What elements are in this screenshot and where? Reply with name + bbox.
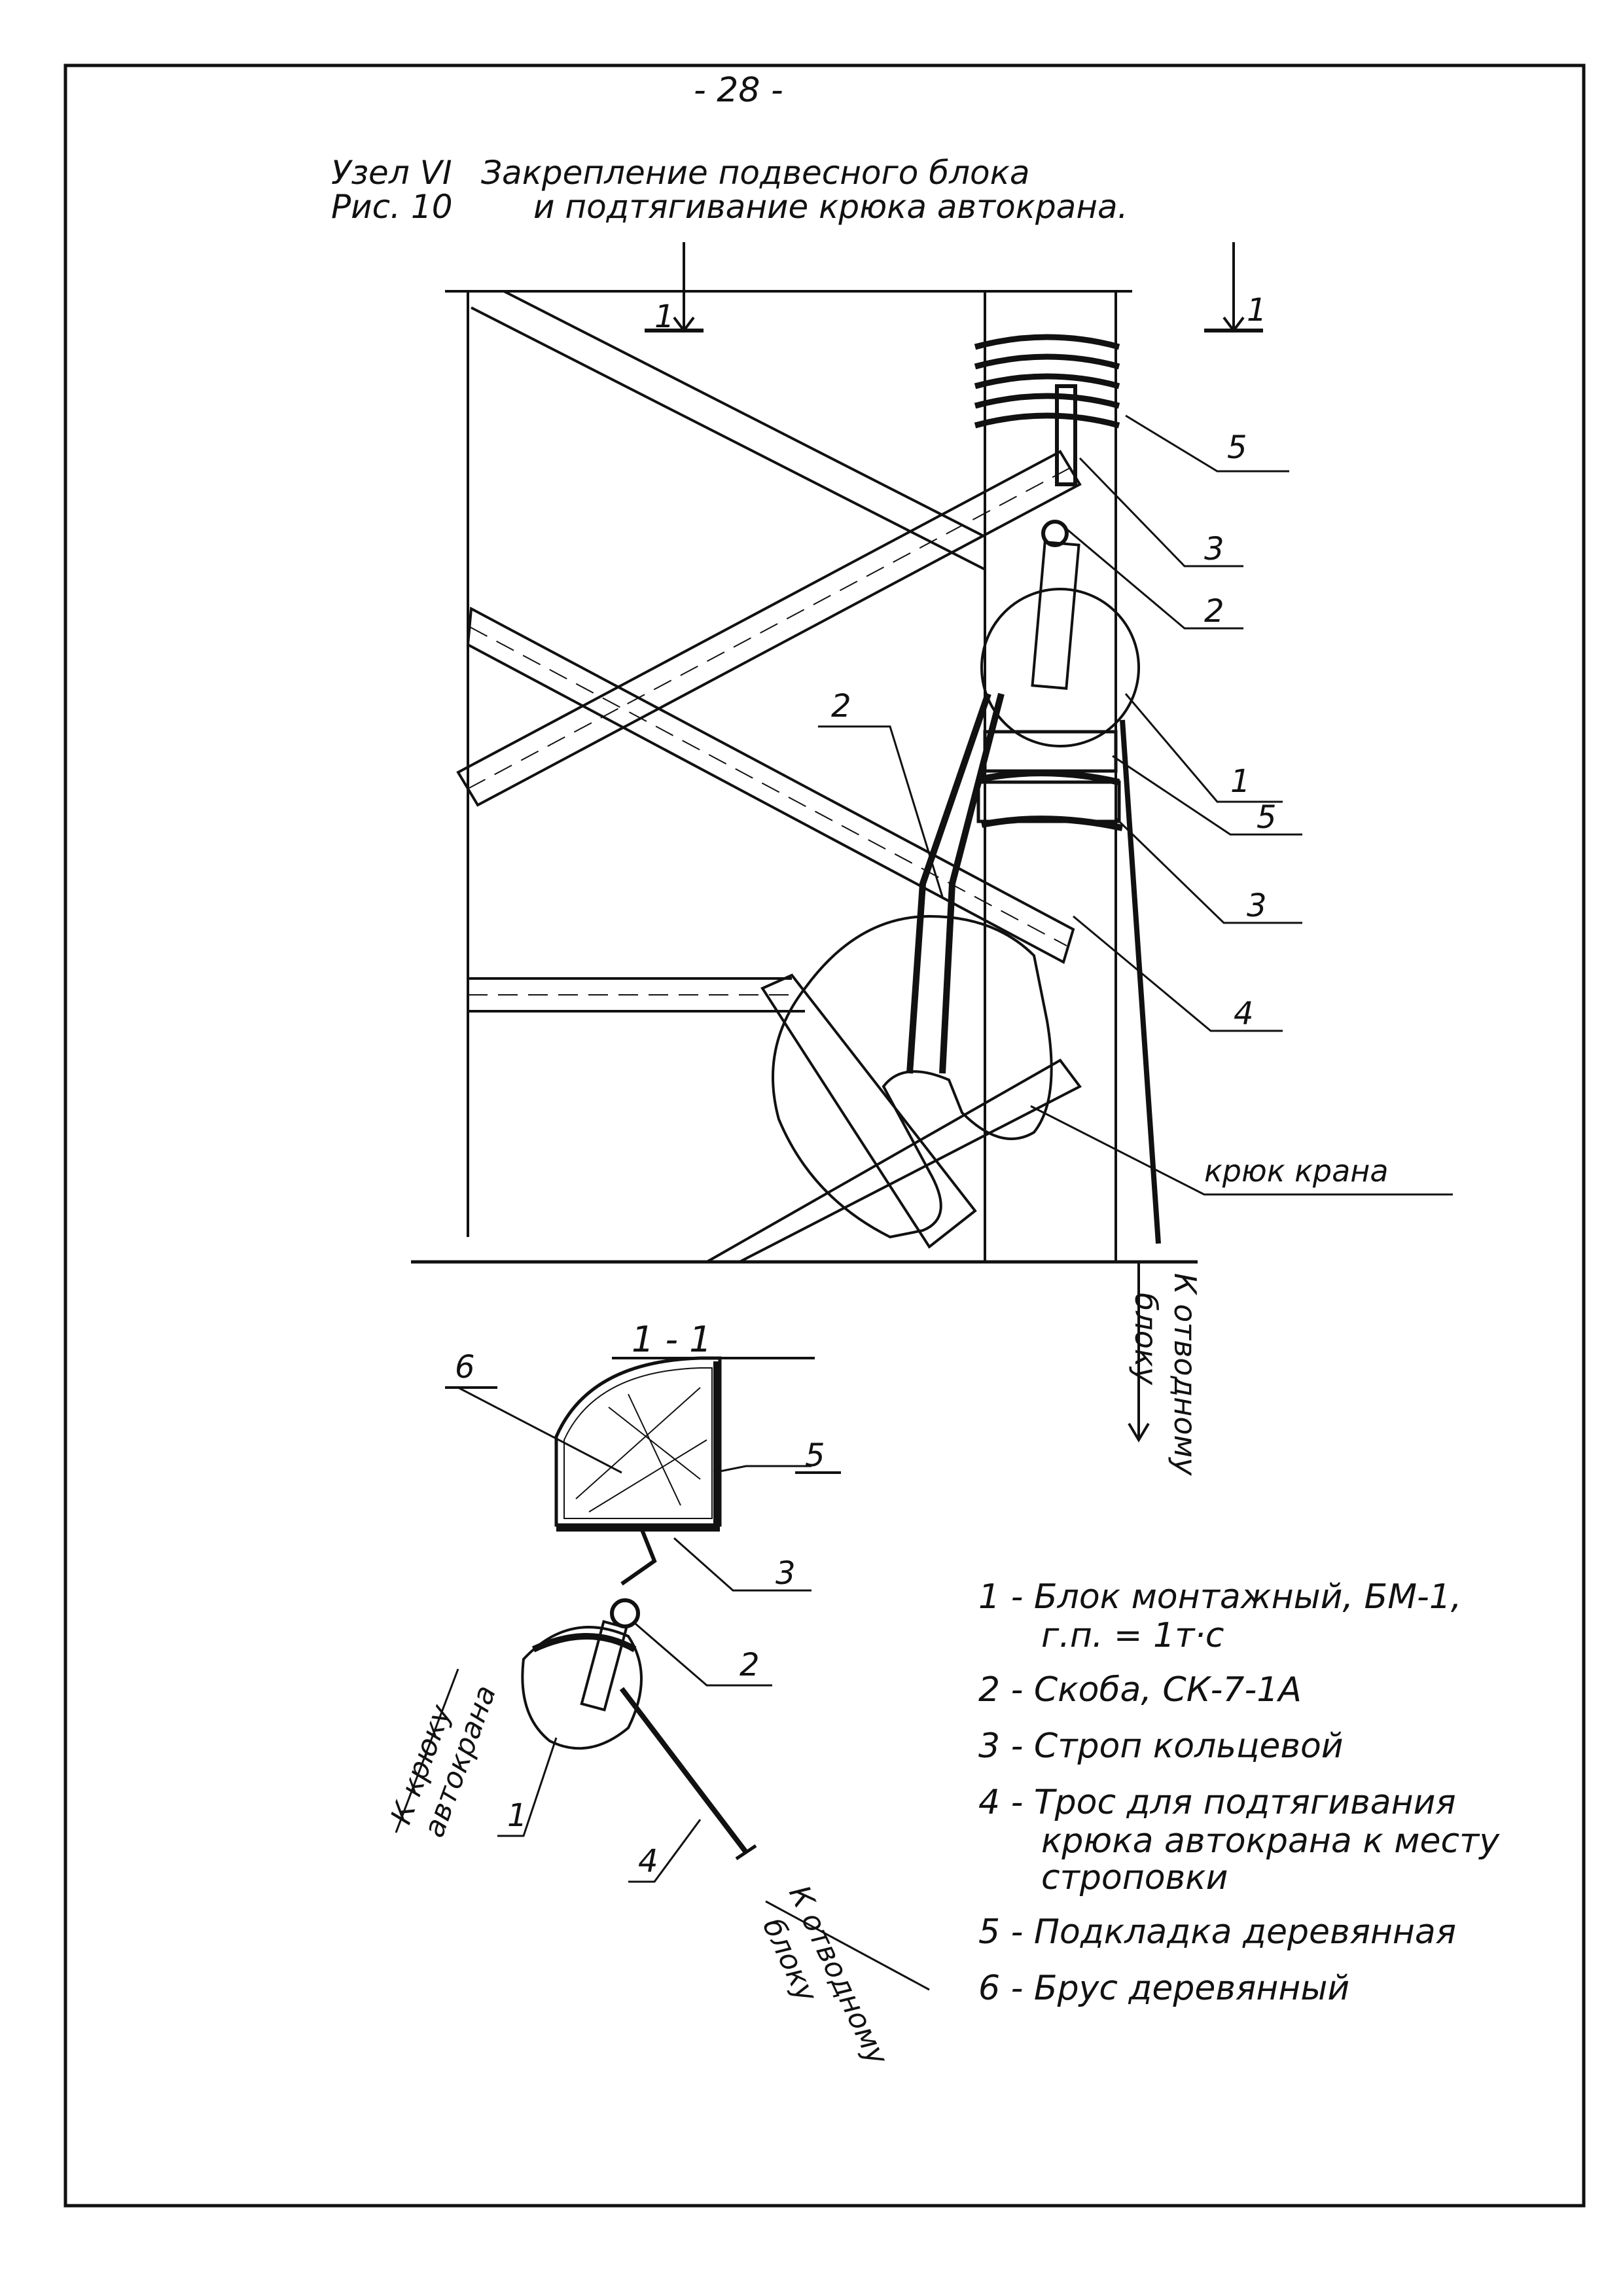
legend: 1 - Блок монтажный, БМ-1, г.п. = 1т·с 2 … <box>978 1577 1499 2025</box>
callout-2-top: 2 <box>1204 593 1224 630</box>
section-mark-right: 1 <box>1247 292 1267 329</box>
to-diverting-block-label: К отводному <box>1168 1273 1203 1476</box>
node-number: Узел VI <box>331 154 452 192</box>
section-callout-1: 1 <box>507 1797 527 1834</box>
callout-1: 1 <box>1230 763 1251 800</box>
callout-5-mid: 5 <box>1257 799 1277 836</box>
figure-number: Рис. 10 <box>331 188 453 226</box>
legend-item-1: 1 - Блок монтажный, БМ-1, <box>978 1577 1462 1617</box>
legend-item-5: 5 - Подкладка деревянная <box>978 1912 1457 1952</box>
legend-item-2: 2 - Скоба, СК-7-1А <box>978 1670 1302 1710</box>
crane-hook-label: крюк крана <box>1204 1153 1389 1189</box>
section-callout-4: 4 <box>638 1843 658 1880</box>
mounting-block-pulley <box>980 588 1140 747</box>
legend-item-6: 6 - Брус деревянный <box>978 1969 1350 2008</box>
callout-4: 4 <box>1234 996 1254 1032</box>
page-number: - 28 - <box>694 71 783 110</box>
elevation-callouts: 1 1 5 3 2 1 5 3 4 2 крюк крана К отводно… <box>654 292 1389 1476</box>
title-line-1: Закрепление подвесного блока <box>481 154 1030 192</box>
callout-5-top: 5 <box>1227 429 1247 466</box>
section-callout-5: 5 <box>805 1437 825 1474</box>
section-block <box>521 1626 643 1750</box>
section-callout-2: 2 <box>740 1647 760 1683</box>
sheet-frame <box>63 63 1586 2208</box>
crane-hook <box>772 914 1053 1239</box>
elevation-view <box>411 242 1453 1443</box>
section-callout-6: 6 <box>455 1349 475 1386</box>
title-line-2: и подтягивание крюка автокрана. <box>533 188 1128 226</box>
section-1-1-view <box>395 1356 930 1991</box>
legend-item-4: 4 - Трос для подтягивания <box>978 1783 1456 1822</box>
node-label: Узел VI Рис. 10 <box>331 156 453 224</box>
callout-3-top: 3 <box>1204 531 1224 567</box>
legend-item-4-cont1: крюка автокрана к месту <box>1041 1821 1500 1861</box>
drawing-title: Закрепление подвесного блока и подтягива… <box>481 156 1128 224</box>
callout-3-mid: 3 <box>1247 888 1267 924</box>
legend-item-1-cont: г.п. = 1т·с <box>1041 1616 1224 1655</box>
legend-item-3: 3 - Строп кольцевой <box>978 1727 1344 1766</box>
section-mark-left: 1 <box>654 298 675 335</box>
legend-item-4-cont2: строповки <box>1041 1858 1228 1897</box>
to-diverting-block-label-2: блоку <box>1128 1293 1164 1386</box>
timber-beam <box>554 1356 722 1527</box>
section-callout-3: 3 <box>776 1555 796 1592</box>
callout-2-left: 2 <box>831 688 851 725</box>
section-label: 1 - 1 <box>632 1319 712 1360</box>
